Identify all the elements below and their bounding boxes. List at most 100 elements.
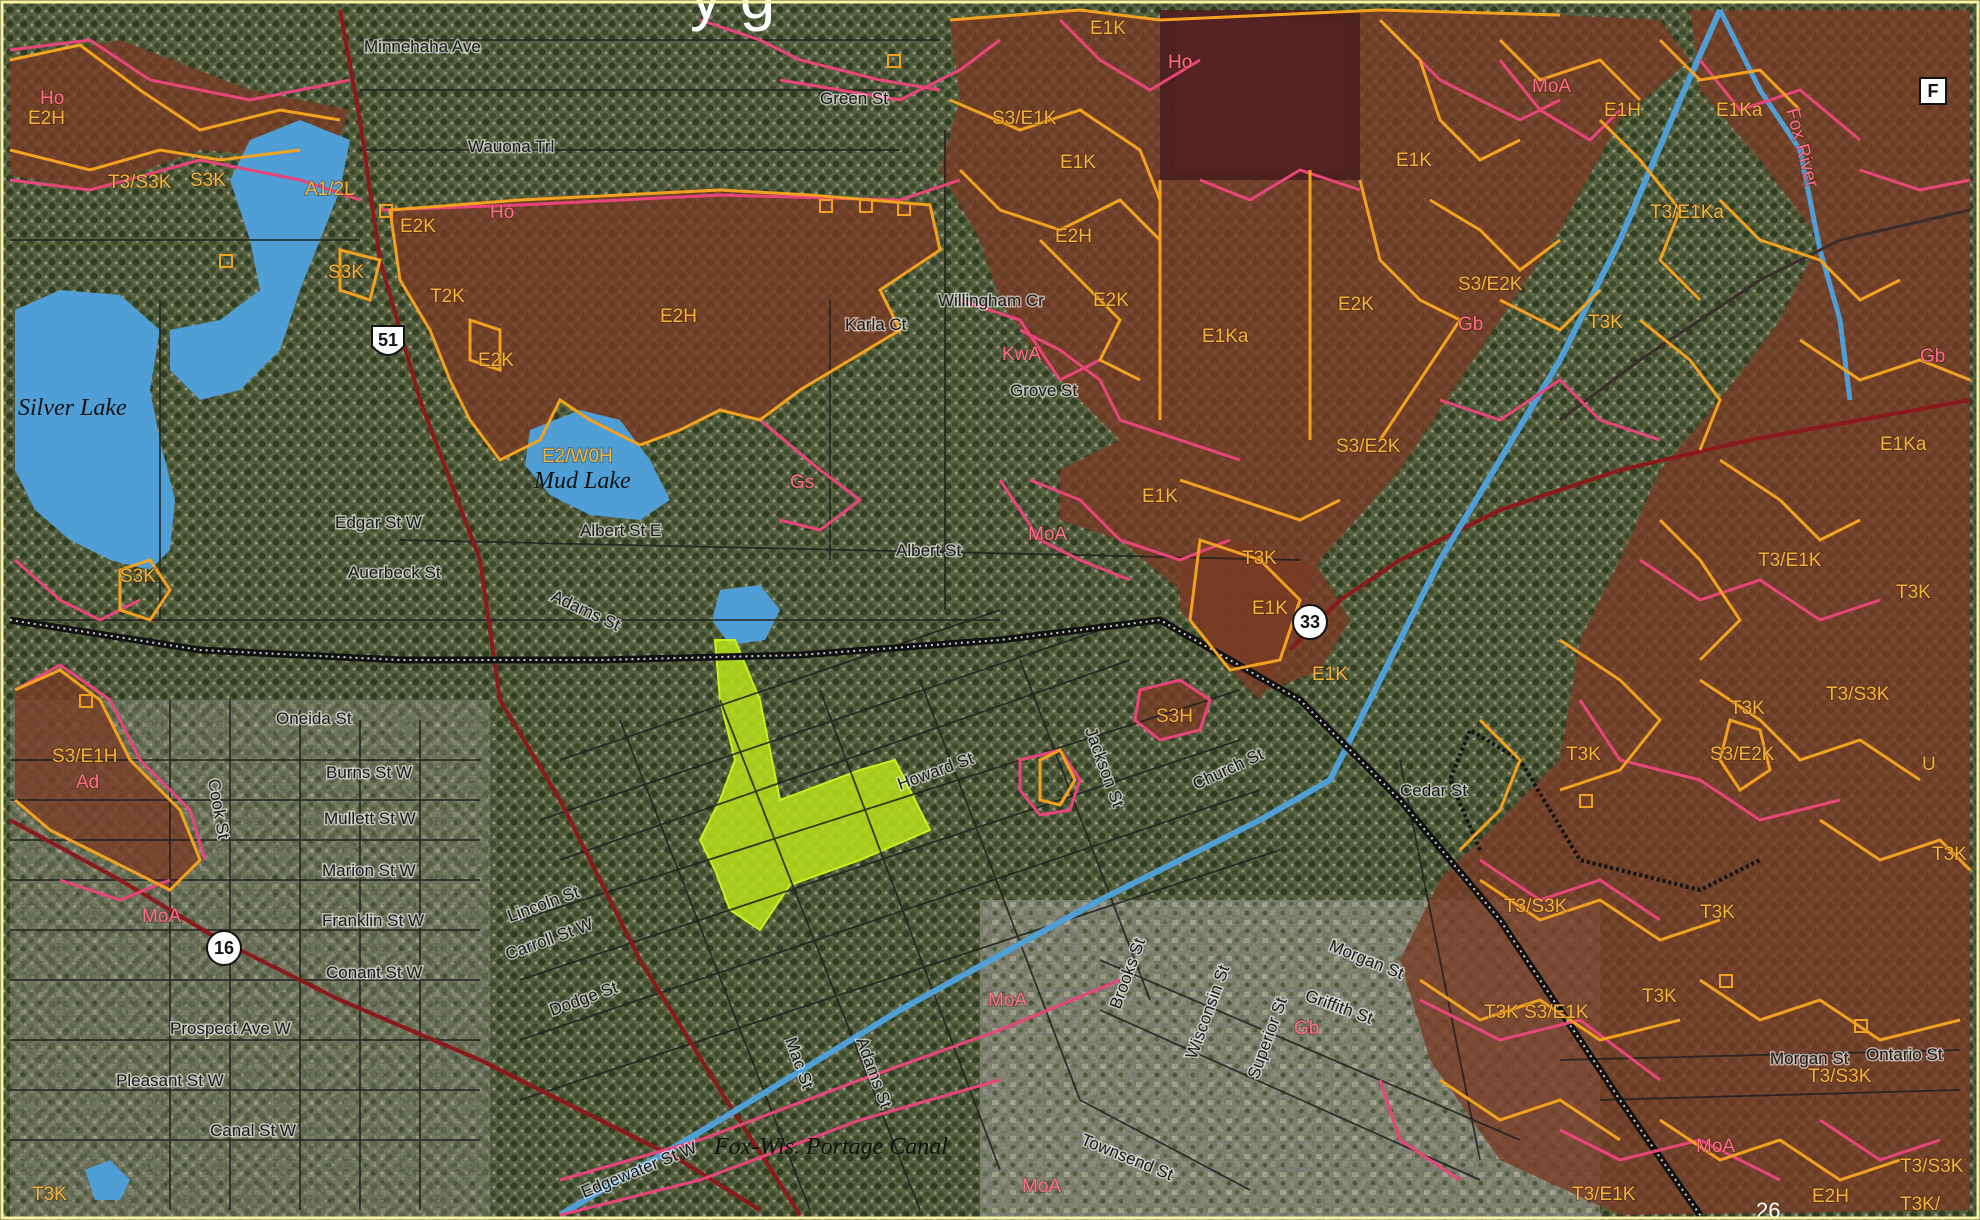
label-e1k-top: E1K bbox=[1090, 18, 1126, 39]
street-pleasant: Pleasant St W bbox=[116, 1071, 224, 1090]
label-s3k-2: S3K bbox=[328, 262, 364, 283]
label-s3e1h: S3/E1H bbox=[52, 746, 117, 767]
label-gb-se: Gb bbox=[1458, 314, 1483, 335]
shield-us51: 51 bbox=[371, 325, 405, 356]
label-ho-top: Ho bbox=[1168, 52, 1192, 73]
label-s3e2k-a: S3/E2K bbox=[1458, 274, 1523, 295]
label-e2h-bottom: E2H bbox=[1812, 1186, 1849, 1207]
sewage-pond-2 bbox=[1175, 20, 1345, 170]
north-lake bbox=[170, 120, 350, 400]
label-e2k-a: E2K bbox=[400, 216, 436, 237]
railroad-main bbox=[9, 616, 1703, 1217]
corner-marker: F bbox=[1919, 77, 1947, 105]
wetland-area-e2h-main bbox=[390, 190, 940, 460]
label-e1k-33: E1K bbox=[1252, 598, 1288, 619]
street-cedar: Cedar St bbox=[1400, 781, 1467, 800]
street-grid bbox=[10, 39, 1961, 1211]
label-t2k: T2K bbox=[430, 286, 465, 307]
label-gb-mid: Gb bbox=[1294, 1018, 1319, 1039]
street-mullett: Mullett St W bbox=[324, 809, 416, 828]
label-t3s3k-se2: T3/S3K bbox=[1504, 896, 1568, 917]
railroad-east bbox=[1559, 208, 1971, 422]
label-gb-e: Gb bbox=[1920, 346, 1945, 367]
street-ontario: Ontario St bbox=[1866, 1045, 1943, 1064]
label-t3e1ka: T3/E1Ka bbox=[1650, 202, 1724, 223]
sw-pond bbox=[85, 1160, 130, 1200]
label-kwa: KwA bbox=[1002, 344, 1041, 365]
street-canal: Canal St W bbox=[210, 1121, 296, 1140]
street-wauona: Wauona Trl bbox=[468, 137, 554, 156]
label-e2h-nw: E2H bbox=[28, 108, 65, 129]
canal-label: Fox-Wis. Portage Canal bbox=[713, 1134, 948, 1160]
street-burns: Burns St W bbox=[326, 763, 412, 782]
label-t3k-lower: T3K bbox=[1242, 548, 1277, 569]
label-moa-4: MoA bbox=[1696, 1136, 1735, 1157]
label-t3s3k-bottom: T3/S3K bbox=[1808, 1066, 1872, 1087]
title-fragment: y g bbox=[690, 0, 775, 32]
label-t3k-se4: T3K bbox=[1700, 902, 1735, 923]
silver-lake-label: Silver Lake bbox=[18, 395, 127, 421]
label-s3k-lake: S3K bbox=[190, 170, 226, 191]
street-grove: Grove St bbox=[1010, 381, 1077, 400]
label-moa-2: MoA bbox=[988, 990, 1027, 1011]
label-t3s3k-se: T3/S3K bbox=[1826, 684, 1890, 705]
soil-boundaries bbox=[9, 18, 1971, 1217]
wetland-boundaries bbox=[9, 8, 1972, 1182]
street-prospect: Prospect Ave W bbox=[170, 1019, 291, 1038]
label-e1ka-mid: E1Ka bbox=[1202, 326, 1249, 347]
portage-canal bbox=[558, 8, 1723, 1218]
highlighted-parcel bbox=[698, 639, 932, 932]
svg-text:F: F bbox=[1928, 81, 1939, 101]
mud-lake-label: Mud Lake bbox=[533, 468, 631, 494]
shield-route33: 33 bbox=[1292, 604, 1328, 640]
street-franklin: Franklin St W bbox=[322, 911, 424, 930]
water-bodies bbox=[15, 120, 780, 1200]
svg-text:33: 33 bbox=[1300, 612, 1320, 632]
wetland-area-far-east bbox=[1400, 10, 1970, 1215]
wetland-area-east-complex bbox=[940, 10, 1690, 700]
label-ho-nw: Ho bbox=[40, 88, 64, 109]
street-edgar: Edgar St W bbox=[335, 513, 422, 532]
label-t3k-se2: T3K bbox=[1566, 744, 1601, 765]
label-a1s2: A1/2L bbox=[305, 179, 355, 200]
label-t3s3k: T3/S3K bbox=[108, 172, 172, 193]
label-t3k-bottom: T3K bbox=[1642, 986, 1677, 1007]
label-s3e2k-se: S3/E2K bbox=[1710, 744, 1775, 765]
label-s3k-silver: S3K bbox=[120, 566, 156, 587]
street-marion: Marion St W bbox=[322, 861, 416, 880]
label-t3e1k: T3/E1K bbox=[1758, 550, 1822, 571]
label-e1h-ne: E1H bbox=[1604, 100, 1641, 121]
label-e2h-main: E2H bbox=[660, 306, 697, 327]
label-e2k-b: E2K bbox=[478, 350, 514, 371]
fox-river bbox=[1717, 8, 1853, 401]
label-gs: Gs bbox=[790, 472, 814, 493]
label-moa-5: MoA bbox=[142, 906, 181, 927]
label-e2k-mid: E2K bbox=[1093, 290, 1129, 311]
label-ad: Ad bbox=[76, 772, 99, 793]
label-u: U bbox=[1922, 754, 1936, 775]
label-t3k-se1: T3K bbox=[1730, 698, 1765, 719]
street-auerbeck: Auerbeck St bbox=[348, 563, 441, 582]
street-green: Green St bbox=[820, 89, 888, 108]
label-s3h: S3H bbox=[1156, 706, 1193, 727]
label-e2h-mid: E2H bbox=[1055, 226, 1092, 247]
street-morgan-s: Morgan St bbox=[1770, 1049, 1849, 1068]
label-ho-mid: Ho bbox=[490, 202, 514, 223]
wetland-area-s3h bbox=[1135, 680, 1210, 740]
label-t3k-ne: T3K bbox=[1588, 312, 1623, 333]
small-pond bbox=[712, 585, 780, 645]
street-albert-e: Albert St bbox=[896, 541, 961, 560]
site-markers bbox=[79, 54, 1868, 1033]
street-oneida: Oneida St bbox=[276, 709, 352, 728]
label-t3k-se3: T3K bbox=[1932, 844, 1967, 865]
shield-route16: 16 bbox=[206, 930, 242, 966]
label-t3k-sw: T3K bbox=[32, 1184, 67, 1205]
mud-lake bbox=[525, 410, 670, 520]
street-willingham: Willingham Cr bbox=[938, 291, 1044, 310]
label-s3e2k-b: S3/E2K bbox=[1336, 436, 1401, 457]
label-moa-ne: MoA bbox=[1532, 76, 1571, 97]
label-e1k-lower: E1K bbox=[1142, 486, 1178, 507]
street-conant: Conant St W bbox=[326, 963, 422, 982]
